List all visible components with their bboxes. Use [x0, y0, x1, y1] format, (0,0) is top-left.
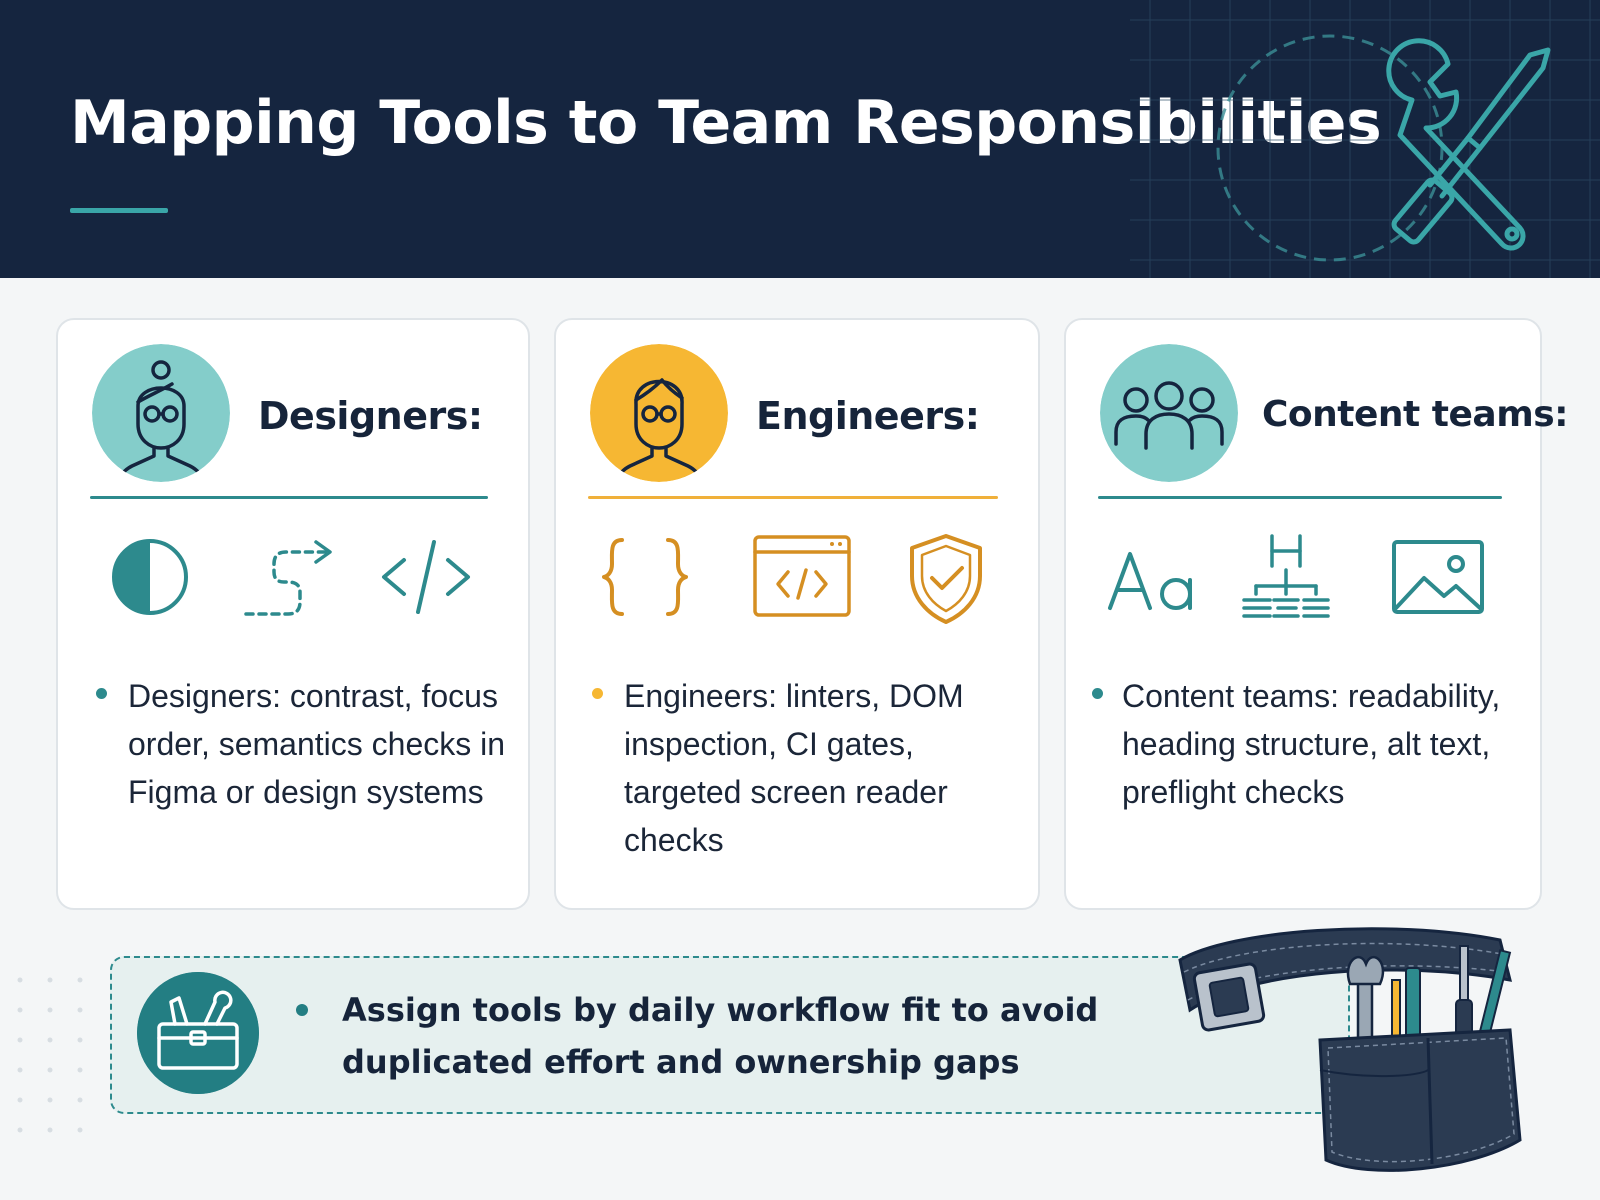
heading-structure-icon	[1242, 534, 1330, 618]
wrench-screwdriver-icon	[1130, 0, 1600, 278]
callout-text: Assign tools by daily workflow fit to av…	[342, 991, 1099, 1081]
code-window-icon	[753, 535, 851, 617]
woman-designer-icon	[92, 344, 230, 482]
designers-card: Designers: Designers: contrast, focus or…	[56, 318, 530, 910]
bullet-dot	[1092, 688, 1103, 699]
card-divider	[1098, 496, 1502, 499]
contrast-icon	[112, 539, 188, 615]
typography-icon	[1108, 552, 1192, 610]
card-title-content-teams: Content teams:	[1262, 394, 1569, 435]
dot-grid-decoration	[17, 977, 83, 1133]
curly-braces-icon	[602, 538, 688, 616]
bullet-dot	[592, 688, 603, 699]
bullet-dot	[96, 688, 107, 699]
bullet-dot	[296, 1004, 308, 1016]
header-banner: Mapping Tools to Team Responsibilities	[0, 0, 1600, 278]
engineers-card: Engineers: Engineers: linters, DOM inspe…	[554, 318, 1040, 910]
tool-belt-icon	[1178, 927, 1522, 1172]
card-divider	[588, 496, 998, 499]
card-divider	[90, 496, 488, 499]
summary-callout	[110, 956, 1350, 1114]
shield-check-icon	[910, 534, 982, 624]
code-tag-icon	[382, 540, 470, 614]
content-teams-bullet-text: Content teams: readability, heading stru…	[1122, 678, 1501, 810]
card-title-designers: Designers:	[258, 394, 483, 438]
focus-path-icon	[244, 540, 332, 616]
team-group-icon	[1100, 344, 1238, 482]
image-icon	[1392, 540, 1484, 614]
designers-bullet-text: Designers: contrast, focus order, semant…	[128, 678, 506, 810]
toolbox-icon	[137, 972, 259, 1094]
engineers-bullet-text: Engineers: linters, DOM inspection, CI g…	[624, 678, 964, 858]
man-engineer-icon	[590, 344, 728, 482]
card-title-engineers: Engineers:	[756, 394, 980, 438]
title-underline	[70, 208, 168, 213]
content-teams-card: Content teams: Content teams: readabilit…	[1064, 318, 1569, 910]
